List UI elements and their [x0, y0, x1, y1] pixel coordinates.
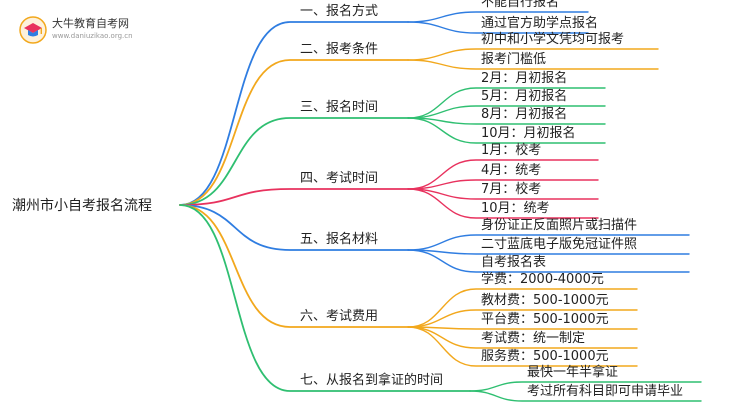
connector-branch-6-item-5: [407, 326, 638, 367]
logo-domain: www.daniuzikao.org.cn: [52, 32, 133, 40]
connector-branch-1-item-1: [407, 11, 589, 23]
connector-root-branch-3: [179, 117, 409, 206]
branch-3-item-2: 5月：月初报名: [481, 89, 568, 104]
branch-2-label: 二、报考条件: [300, 42, 379, 57]
branch-2-item-1: 初中和小学文凭均可报考: [481, 32, 625, 47]
graduation-cap-icon: [19, 16, 47, 44]
branch-3-item-3: 8月：月初报名: [481, 107, 568, 122]
branch-1-item-1: 不能自行报名: [481, 0, 560, 10]
connector-branch-6-item-3: [407, 326, 638, 330]
connector-branch-5-item-1: [407, 234, 690, 251]
branch-6-item-4: 考试费：统一制定: [481, 331, 586, 346]
connector-branch-4-item-1: [407, 159, 599, 190]
connector-branch-4-item-2: [407, 179, 599, 190]
connector-root-branch-7: [179, 204, 471, 392]
branch-6-item-3: 平台费：500-1000元: [481, 312, 609, 327]
connector-branch-3-item-1: [407, 87, 606, 119]
logo-name: 大牛教育自考网: [52, 17, 129, 30]
connector-branch-6-item-2: [407, 309, 638, 328]
branch-5-item-2: 二寸蓝底电子版免冠证件照: [481, 237, 638, 252]
connector-branch-7-item-1: [469, 381, 702, 392]
branch-7-label: 七、从报名到拿证的时间: [300, 373, 444, 388]
connector-branch-2-item-1: [407, 48, 659, 61]
root-topic: 潮州市小自考报名流程: [12, 198, 152, 214]
branch-3-label: 三、报名时间: [300, 100, 379, 115]
connector-branch-6-item-1: [407, 288, 638, 328]
branch-3-item-4: 10月：月初报名: [481, 126, 576, 141]
branch-4-item-2: 4月：统考: [481, 163, 542, 178]
branch-5-item-3: 自考报名表: [481, 255, 547, 270]
branch-6-item-5: 服务费：500-1000元: [481, 349, 609, 364]
connector-branch-3-item-4: [407, 117, 606, 144]
branch-6-item-2: 教材费：500-1000元: [481, 293, 609, 308]
connector-root-branch-4: [179, 188, 409, 206]
connector-branch-4-item-4: [407, 188, 599, 219]
connector-root-branch-6: [179, 204, 409, 328]
connector-root-branch-2: [179, 59, 409, 206]
branch-1-item-2: 通过官方助学点报名: [481, 16, 599, 31]
connector-branch-5-item-3: [407, 249, 690, 273]
connector-branch-7-item-2: [469, 390, 702, 402]
branch-4-item-3: 7月：校考: [481, 182, 542, 197]
branch-6-item-1: 学费：2000-4000元: [481, 272, 604, 287]
branch-5-label: 五、报名材料: [300, 232, 379, 247]
branch-7-item-1: 最快一年半拿证: [527, 365, 619, 380]
branch-6-label: 六、考试费用: [300, 309, 379, 324]
branch-5-item-1: 身份证正反面照片或扫描件: [481, 218, 638, 233]
branch-4-item-4: 10月：统考: [481, 201, 550, 216]
connector-branch-1-item-2: [407, 21, 589, 34]
connector-root-branch-1: [179, 21, 409, 206]
branch-1-label: 一、报名方式: [300, 4, 379, 19]
branch-4-label: 四、考试时间: [300, 171, 379, 186]
site-logo: 大牛教育自考网 www.daniuzikao.org.cn: [18, 15, 168, 45]
connector-root-branch-5: [179, 204, 409, 251]
branch-7-item-2: 考过所有科目即可申请毕业: [527, 384, 684, 399]
branch-2-item-2: 报考门槛低: [481, 52, 547, 67]
connector-branch-2-item-2: [407, 59, 659, 70]
branch-4-item-1: 1月：校考: [481, 143, 542, 158]
branch-3-item-1: 2月：月初报名: [481, 71, 568, 86]
